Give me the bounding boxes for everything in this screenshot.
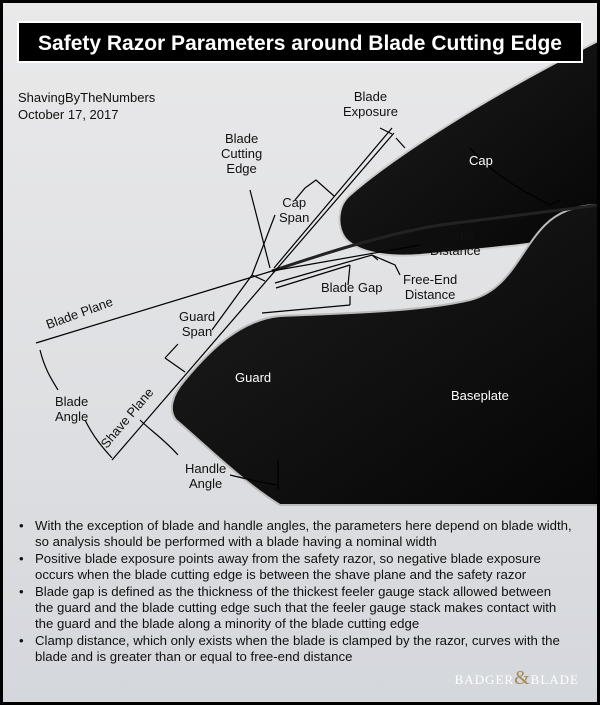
page-title: Safety Razor Parameters around Blade Cut…	[17, 21, 583, 63]
blade-shape	[271, 203, 597, 273]
date: October 17, 2017	[18, 107, 119, 122]
blade-plane-line	[35, 270, 273, 344]
notes-list: With the exception of blade and handle a…	[13, 518, 573, 666]
diagram-canvas: Safety Razor Parameters around Blade Cut…	[3, 3, 597, 702]
note-item: Blade gap is defined as the thickness of…	[13, 584, 573, 632]
cap-shape	[338, 40, 597, 257]
badger-blade-watermark: BADGER&BLADE	[454, 667, 579, 689]
note-item: Positive blade exposure points away from…	[13, 551, 573, 583]
author: ShavingByTheNumbers	[18, 90, 156, 105]
label-cap: Cap	[469, 153, 493, 168]
note-item: Clamp distance, which only exists when t…	[13, 633, 573, 665]
razor-diagram	[35, 40, 597, 506]
note-item: With the exception of blade and handle a…	[13, 518, 573, 550]
shave-plane-line	[111, 132, 395, 461]
label-blade-gap: Blade Gap	[321, 280, 383, 295]
baseplate-shape	[170, 204, 597, 506]
exposure-parallel-line	[273, 127, 393, 269]
label-guard: Guard	[235, 370, 272, 385]
label-baseplate: Baseplate	[451, 388, 509, 403]
